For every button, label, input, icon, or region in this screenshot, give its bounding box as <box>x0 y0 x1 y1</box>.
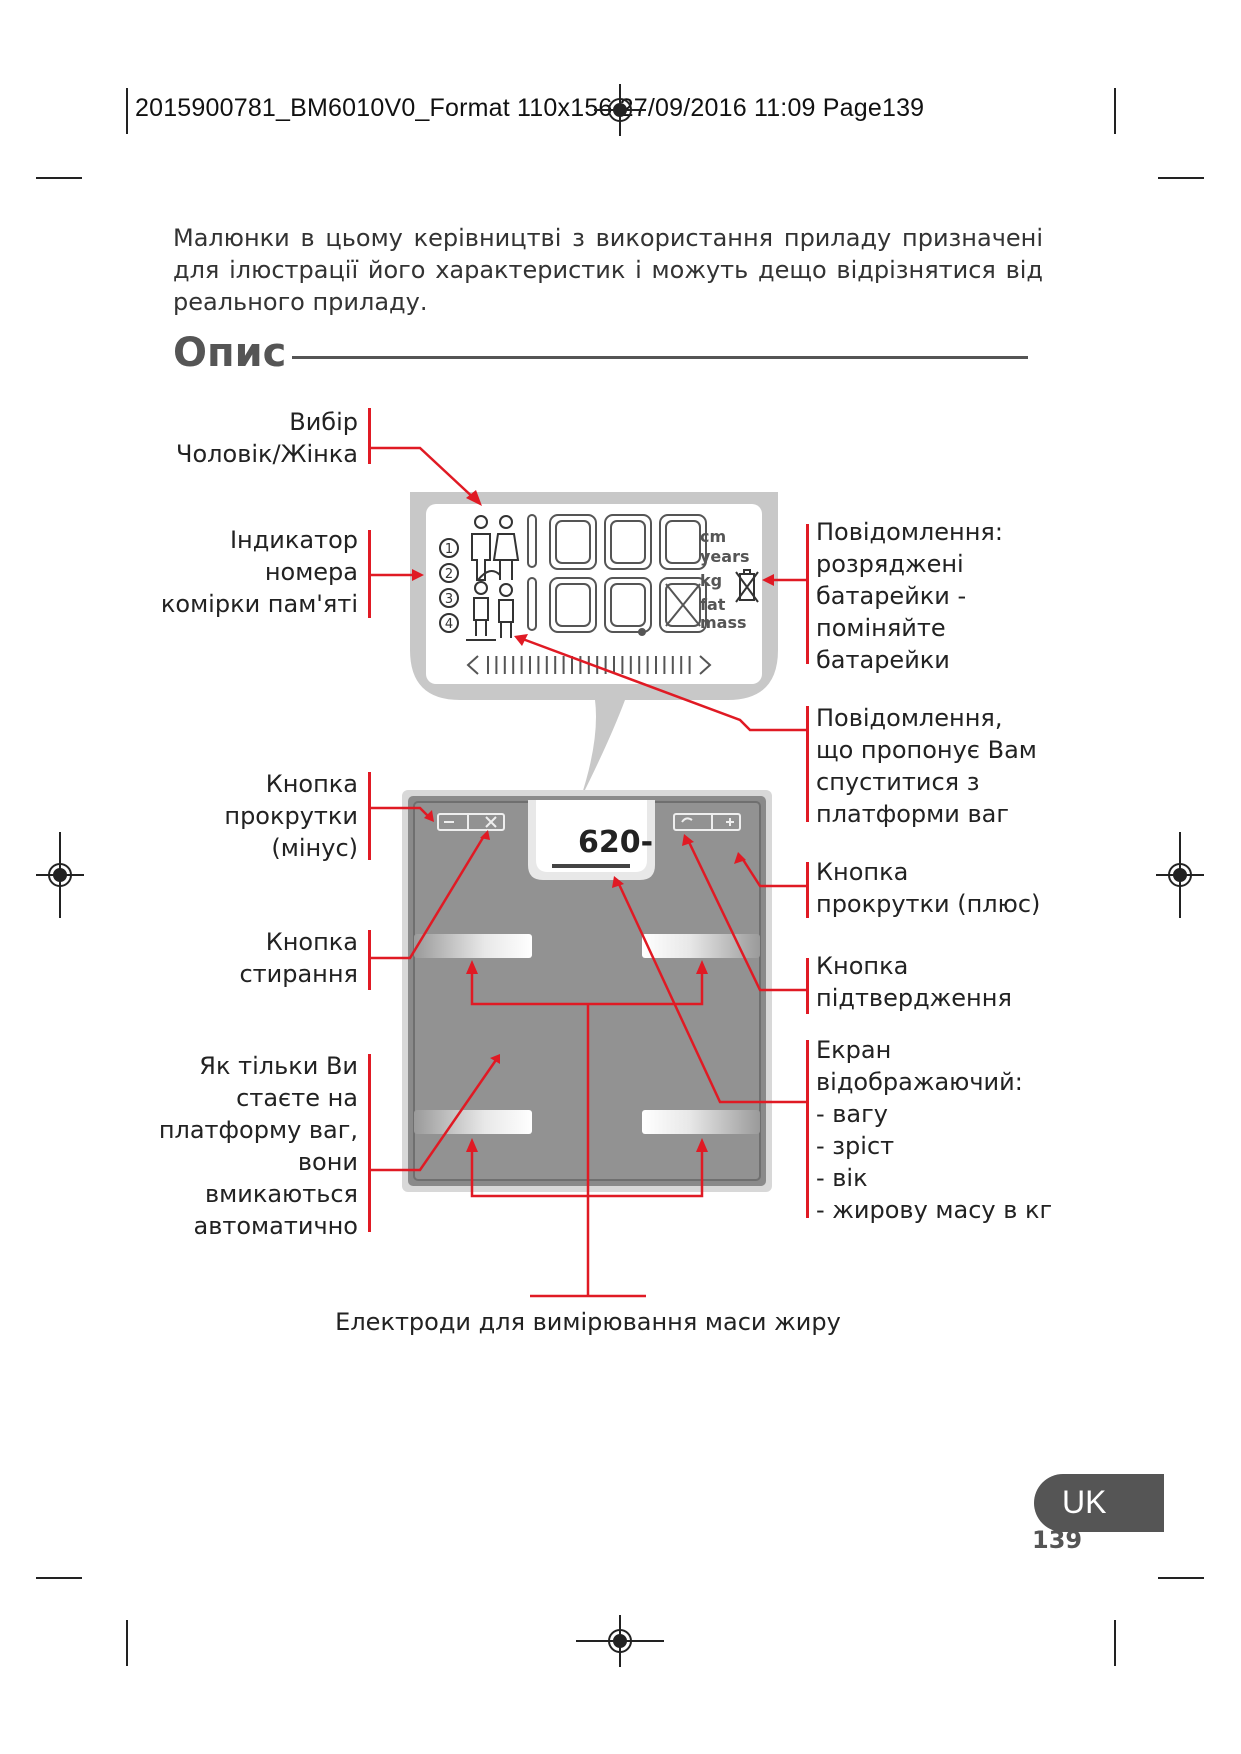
annotation-arrowheads <box>412 490 774 1152</box>
label-bar <box>368 930 371 990</box>
annotation-lines <box>370 446 808 1298</box>
registration-mark-left <box>36 832 84 918</box>
label-bar <box>368 530 371 618</box>
label-bar <box>806 524 809 664</box>
intro-line-1: Малюнки в цьому керівництві з використан… <box>173 224 1043 252</box>
registration-mark-top <box>594 84 646 136</box>
memory-4: 4 <box>445 617 453 632</box>
label-electrodes: Електроди для вимірювання маси жиру <box>335 1308 841 1336</box>
label-bar <box>368 1054 371 1232</box>
language-code: UK <box>1062 1484 1107 1520</box>
label-bar <box>806 1040 809 1218</box>
scale-body <box>402 790 772 1192</box>
gender-icons <box>471 515 520 581</box>
scale-display-value: 620- <box>578 825 653 860</box>
lcd-progress-bar <box>466 655 712 675</box>
heading-rule <box>292 356 1028 359</box>
label-bar <box>806 706 809 822</box>
scale-minus-erase-button <box>437 813 505 831</box>
scale-display: 620- <box>528 800 655 880</box>
lcd-digits <box>527 514 707 636</box>
unit-fat: fat <box>700 595 726 614</box>
unit-mass: mass <box>700 613 747 632</box>
section-title: Опис <box>173 330 287 376</box>
step-off-icons <box>466 570 514 641</box>
registration-mark-right <box>1156 832 1204 918</box>
electrodes <box>414 934 760 1134</box>
memory-3: 3 <box>445 592 453 607</box>
label-bar <box>806 958 809 1014</box>
page-number: 139 <box>1032 1526 1083 1554</box>
lcd-memory-indicators <box>439 538 459 633</box>
registration-mark-bottom <box>576 1615 664 1667</box>
lcd-units: cm years kg fat mass <box>700 527 750 632</box>
unit-kg: kg <box>700 571 722 590</box>
intro-line-2: для ілюстрації його характеристик і можу… <box>173 256 1043 284</box>
unit-cm: cm <box>700 527 726 546</box>
scale-plus-confirm-button <box>673 813 741 831</box>
memory-2: 2 <box>445 567 453 582</box>
print-header: 2015900781_BM6010V0_Format 110x156 27/09… <box>135 94 925 122</box>
language-tab <box>1034 1474 1164 1532</box>
battery-icon <box>735 569 759 603</box>
label-step-off-message: Повідомлення,що пропонує Вам спуститися … <box>816 704 1037 828</box>
intro-line-3: реального приладу. <box>173 288 428 316</box>
memory-1: 1 <box>445 542 453 557</box>
label-bar <box>368 772 371 860</box>
label-bar <box>368 408 371 464</box>
intro-paragraph: Малюнки в цьому керівництві з використан… <box>173 222 1043 318</box>
unit-years: years <box>700 547 750 566</box>
label-bar <box>806 862 809 918</box>
